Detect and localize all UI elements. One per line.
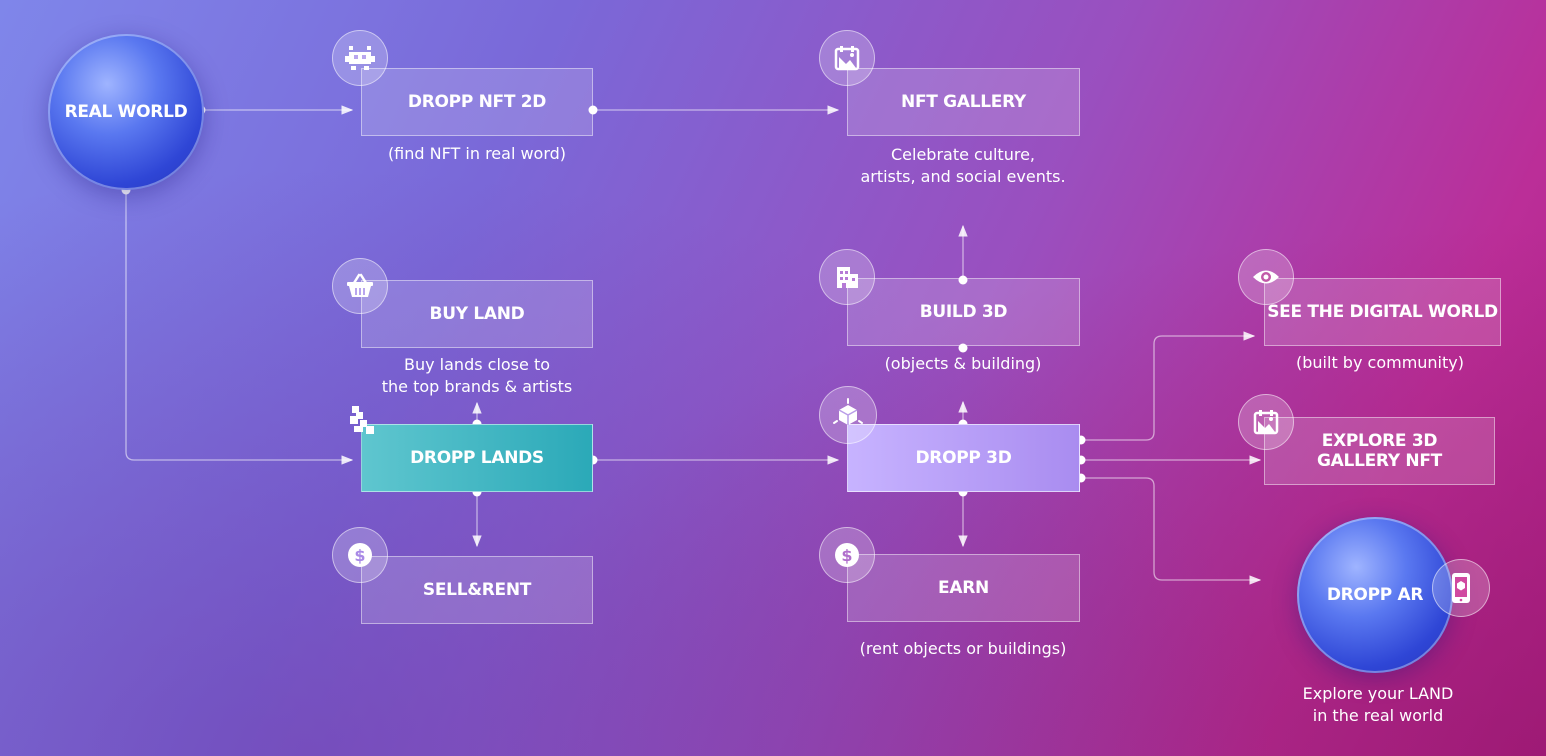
buy-land-caption: Buy lands close to the top brands & arti… — [381, 355, 573, 396]
3d-cube-icon — [819, 386, 877, 444]
dropp-lands-label: DROPP LANDS — [410, 448, 544, 468]
nft-gallery-box: NFT GALLERY — [847, 68, 1080, 136]
dropp-nft-2d-label: DROPP NFT 2D — [407, 92, 547, 112]
see-digital-world-caption: (built by community) — [1296, 353, 1464, 372]
dollar-coin-icon: $ — [819, 527, 875, 583]
build-3d-caption: (objects & building) — [884, 354, 1042, 373]
dropp-ar-label: DROPP AR — [1326, 585, 1424, 605]
earn-label: EARN — [938, 578, 989, 598]
earn-caption: (rent objects or buildings) — [859, 639, 1067, 658]
line-realworld-lands — [125, 190, 354, 465]
gallery-image-icon — [1238, 394, 1294, 450]
dropp-3d-box: DROPP 3D — [847, 424, 1080, 492]
line-3d-ar — [1081, 477, 1262, 585]
real-world-globe: REAL WORLD — [48, 34, 204, 190]
phone-ar-icon — [1432, 559, 1490, 617]
sell-rent-box: SELL&RENT — [361, 556, 593, 624]
nft-gallery-caption: Celebrate culture, artists, and social e… — [860, 145, 1066, 186]
explore-3d-gallery-box: EXPLORE 3D GALLERY NFT — [1264, 417, 1495, 485]
dollar-coin-icon: $ — [332, 527, 388, 583]
buy-land-box: BUY LAND — [361, 280, 593, 348]
svg-text:$: $ — [841, 546, 852, 565]
nft-gallery-label: NFT GALLERY — [901, 92, 1026, 112]
real-world-label: REAL WORLD — [64, 102, 188, 122]
dot-build3d-top — [958, 275, 968, 285]
build-3d-box: BUILD 3D — [847, 278, 1080, 346]
svg-text:$: $ — [354, 546, 365, 565]
dropp-nft-2d-box: DROPP NFT 2D — [361, 68, 593, 136]
sell-rent-label: SELL&RENT — [422, 580, 532, 600]
building-icon — [819, 249, 875, 305]
see-digital-world-box: SEE THE DIGITAL WORLD — [1264, 278, 1501, 346]
dropp-ar-globe: DROPP AR — [1297, 517, 1453, 673]
eye-icon — [1238, 249, 1294, 305]
shopping-basket-icon — [332, 258, 388, 314]
earn-box: EARN — [847, 554, 1080, 622]
land-blocks-icon — [346, 402, 382, 442]
pixel-invader-icon — [332, 30, 388, 86]
build-3d-label: BUILD 3D — [919, 302, 1008, 322]
dropp-lands-box: DROPP LANDS — [361, 424, 593, 492]
see-digital-world-label: SEE THE DIGITAL WORLD — [1267, 302, 1498, 322]
dropp-ar-caption: Explore your LAND in the real world — [1302, 684, 1454, 725]
explore-3d-gallery-label: EXPLORE 3D GALLERY NFT — [1317, 431, 1442, 471]
buy-land-label: BUY LAND — [429, 304, 525, 324]
dropp-nft-2d-caption: (find NFT in real word) — [387, 144, 567, 163]
dot-build3d-bottom — [958, 343, 968, 353]
dot-nft2d-right — [588, 105, 598, 115]
dropp-3d-label: DROPP 3D — [915, 448, 1012, 468]
line-3d-digitalworld — [1081, 331, 1256, 441]
gallery-image-icon — [819, 30, 875, 86]
